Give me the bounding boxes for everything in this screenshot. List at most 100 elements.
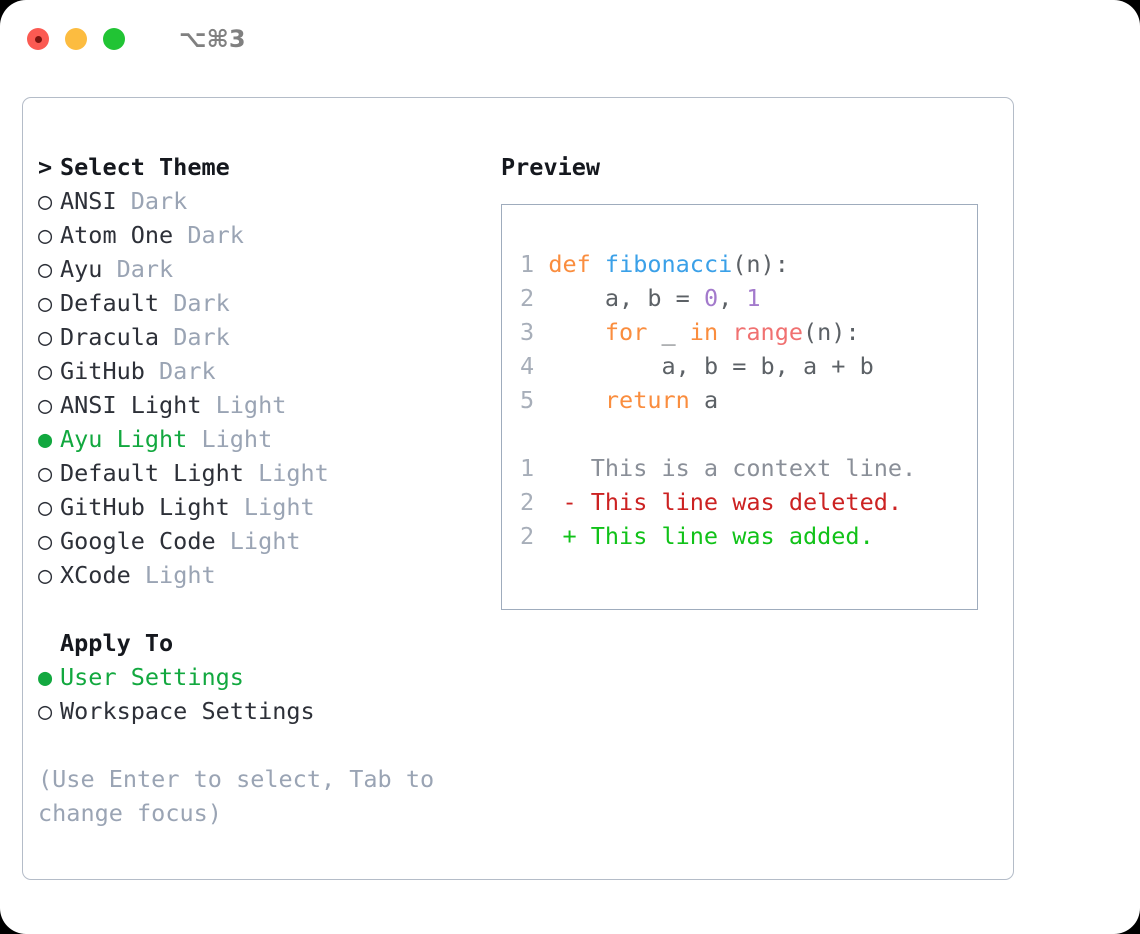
theme-name: Dracula (60, 323, 160, 351)
theme-list-item[interactable]: ○Google Code Light (38, 524, 468, 558)
diff-line-text: This is a context line. (534, 454, 917, 482)
code-token: , (718, 284, 747, 312)
radio-unselected-icon: ○ (38, 289, 53, 317)
radio-unselected-icon: ○ (38, 323, 53, 351)
code-token (591, 250, 605, 278)
apply-to-heading-marker (38, 626, 60, 660)
code-line: 1 def fibonacci(n): (520, 247, 977, 281)
theme-list-item[interactable]: ○Default Light Light (38, 456, 468, 490)
theme-name: Default (60, 289, 160, 317)
theme-name: Default Light (60, 459, 244, 487)
code-token: 0 (703, 284, 719, 312)
theme-variant-tag: Dark (159, 289, 230, 317)
theme-list-item[interactable]: ○Atom One Dark (38, 218, 468, 252)
theme-list-item[interactable]: ○XCode Light (38, 558, 468, 592)
theme-name: GitHub Light (60, 493, 230, 521)
theme-picker-column: >Select Theme ○ANSI Dark○Atom One Dark○A… (38, 150, 468, 830)
theme-variant-tag: Dark (159, 323, 230, 351)
code-diff-separator (520, 417, 977, 451)
radio-selected-icon: ● (38, 663, 53, 691)
theme-name: XCode (60, 561, 131, 589)
theme-list-item[interactable]: ○GitHub Dark (38, 354, 468, 388)
code-indent (534, 284, 605, 312)
keyboard-hint-text: (Use Enter to select, Tab to change focu… (38, 765, 435, 827)
theme-list-item[interactable]: ○Dracula Dark (38, 320, 468, 354)
theme-name: ANSI Light (60, 391, 202, 419)
theme-name: GitHub (60, 357, 145, 385)
code-line: 3 for _ in range(n): (520, 315, 977, 349)
theme-variant-tag: Light (187, 425, 273, 453)
code-line-number: 4 (520, 352, 535, 380)
diff-line-text: + This line was added. (534, 522, 874, 550)
theme-list-item[interactable]: ○ANSI Dark (38, 184, 468, 218)
preview-column: Preview 1 def fibonacci(n):2 a, b = 0, 1… (501, 150, 1001, 610)
radio-unselected-icon: ○ (38, 493, 53, 521)
theme-list-item[interactable]: ○Default Dark (38, 286, 468, 320)
apply-to-item[interactable]: ○Workspace Settings (38, 694, 468, 728)
code-line: 4 a, b = b, a + b (520, 349, 977, 383)
code-token: a, b = (604, 284, 704, 312)
code-indent (534, 250, 548, 278)
theme-variant-tag: Dark (144, 357, 216, 385)
code-line-number: 2 (520, 284, 535, 312)
radio-unselected-icon: ○ (38, 255, 53, 283)
code-token: range (732, 318, 803, 346)
theme-name: Ayu Light (60, 425, 188, 453)
code-token: in (689, 318, 719, 346)
settings-panel: >Select Theme ○ANSI Dark○Atom One Dark○A… (22, 97, 1014, 880)
minimize-window-icon[interactable] (65, 28, 87, 50)
theme-list: ○ANSI Dark○Atom One Dark○Ayu Dark○Defaul… (38, 184, 468, 592)
theme-variant-tag: Light (215, 527, 301, 555)
code-token: def (548, 250, 591, 278)
apply-to-item[interactable]: ●User Settings (38, 660, 468, 694)
theme-list-item[interactable]: ○GitHub Light Light (38, 490, 468, 524)
code-token (718, 318, 732, 346)
theme-list-item[interactable]: ○ANSI Light Light (38, 388, 468, 422)
close-window-icon[interactable] (27, 28, 49, 50)
select-theme-heading-label: Select Theme (60, 153, 230, 181)
radio-unselected-icon: ○ (38, 221, 53, 249)
preview-heading: Preview (501, 153, 601, 181)
radio-unselected-icon: ○ (38, 527, 53, 555)
code-indent (534, 318, 591, 346)
theme-variant-tag: Dark (102, 255, 174, 283)
code-indent (534, 352, 661, 380)
code-token: (n): (732, 250, 789, 278)
theme-variant-tag: Dark (173, 221, 244, 249)
section-spacer (38, 592, 468, 626)
select-theme-heading: >Select Theme (38, 150, 468, 184)
radio-unselected-icon: ○ (38, 697, 53, 725)
theme-list-item[interactable]: ●Ayu Light Light (38, 422, 468, 456)
code-token: _ (647, 318, 690, 346)
theme-variant-tag: Light (243, 459, 329, 487)
theme-name: Google Code (60, 527, 216, 555)
apply-to-label: Workspace Settings (60, 697, 315, 725)
code-line: 2 a, b = 0, 1 (520, 281, 977, 315)
theme-variant-tag: Light (201, 391, 287, 419)
diff-sample: 1 This is a context line.2 - This line w… (520, 451, 977, 553)
theme-variant-tag: Dark (116, 187, 188, 215)
diff-line: 1 This is a context line. (520, 451, 977, 485)
code-token: return (590, 386, 690, 414)
apply-to-heading-label: Apply To (60, 629, 174, 657)
code-token: a (689, 386, 719, 414)
theme-list-item[interactable]: ○Ayu Dark (38, 252, 468, 286)
maximize-window-icon[interactable] (103, 28, 125, 50)
diff-line: 2 + This line was added. (520, 519, 977, 553)
code-line-number: 5 (520, 386, 535, 414)
diff-line-number: 1 (520, 454, 535, 482)
theme-name: Atom One (60, 221, 174, 249)
diff-line: 2 - This line was deleted. (520, 485, 977, 519)
code-token: (n): (803, 318, 860, 346)
code-line-number: 3 (520, 318, 535, 346)
code-token: for (590, 318, 648, 346)
code-indent (534, 386, 591, 414)
radio-unselected-icon: ○ (38, 459, 53, 487)
radio-unselected-icon: ○ (38, 391, 53, 419)
apply-to-label: User Settings (60, 663, 244, 691)
apply-to-heading: Apply To (38, 626, 468, 660)
diff-line-text: - This line was deleted. (534, 488, 903, 516)
